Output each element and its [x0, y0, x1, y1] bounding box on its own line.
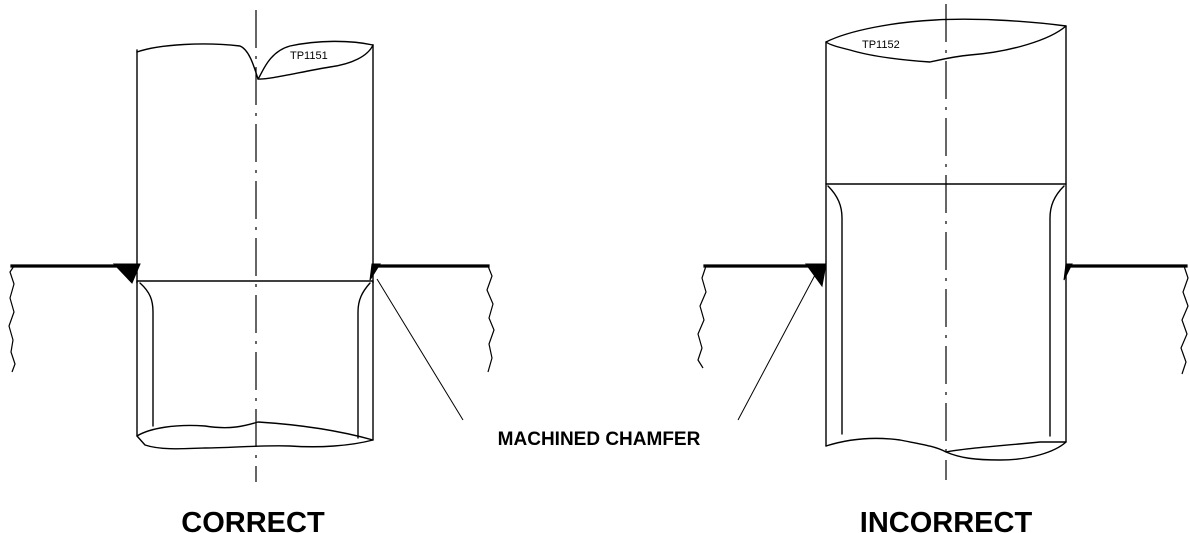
left-caption: CORRECT [181, 507, 325, 533]
left-plate-right-edge [486, 265, 495, 373]
left-shaft-break-top [136, 40, 374, 80]
incorrect-assembly: TP1152 INCORRECT [697, 4, 1189, 533]
left-bore-left-inner [139, 282, 154, 427]
left-plate-left-edge [8, 265, 16, 373]
right-shaft-break-top [825, 18, 1067, 63]
callout-leader-left [376, 278, 464, 421]
left-ref-label: TP1151 [290, 50, 328, 62]
right-chamfer-left [805, 263, 827, 288]
correct-assembly: TP1151 CORRECT [8, 10, 495, 533]
right-caption: INCORRECT [860, 507, 1033, 533]
callout-label: MACHINED CHAMFER [498, 429, 701, 450]
right-chamfer-right [1063, 263, 1073, 281]
chamfer-callout: MACHINED CHAMFER [376, 274, 816, 450]
right-bore-break-bottom [825, 437, 1067, 461]
left-shaft-break-top-back [257, 44, 374, 80]
right-bore-right-inner [1049, 185, 1065, 437]
left-chamfer-right [369, 263, 381, 281]
left-bore-right-inner [357, 282, 371, 439]
left-chamfer-left [112, 263, 141, 284]
right-ref-label: TP1152 [862, 39, 900, 51]
right-plate-left-edge [697, 265, 707, 369]
left-bore-break-bottom [136, 421, 374, 450]
callout-leader-right [737, 274, 816, 421]
right-bore-left-inner [827, 185, 843, 435]
right-plate-right-edge [1180, 265, 1189, 375]
